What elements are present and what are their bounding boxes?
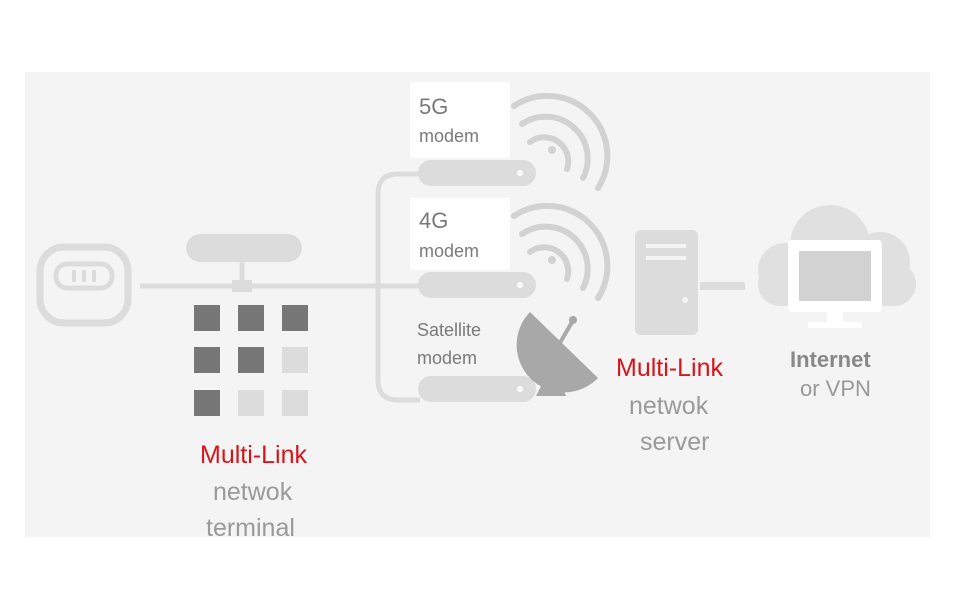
internet-label: Internet — [790, 347, 871, 372]
terminal-device-icon — [186, 234, 302, 262]
server-line3: server — [640, 428, 710, 456]
server-icon — [635, 230, 698, 335]
vpn-label: or VPN — [800, 376, 871, 401]
modem-5g-icon — [418, 160, 536, 186]
keypad-icon — [194, 305, 308, 416]
modem-satellite-type: modem — [417, 348, 478, 368]
server-line2: netwok — [629, 392, 709, 420]
modem-4g-type: modem — [419, 241, 480, 261]
terminal-line2: netwok — [213, 478, 293, 506]
modem-5g-name: 5G — [419, 94, 449, 119]
modem-4g-name: 4G — [419, 208, 449, 233]
modem-satellite-name: Satellite — [417, 320, 482, 340]
server-title: Multi-Link — [616, 354, 723, 382]
modem-satellite-icon — [418, 376, 536, 402]
terminal-line3: terminal — [206, 514, 295, 542]
connection-lines — [140, 171, 745, 403]
satellite-dish-icon — [516, 312, 598, 396]
label-backdrop-5g — [410, 82, 510, 158]
modem-4g-icon — [418, 272, 536, 298]
modem-5g-type: modem — [419, 126, 480, 146]
cloud-monitor-icon — [758, 205, 916, 328]
label-backdrop-4g — [410, 198, 510, 270]
terminal-title: Multi-Link — [200, 441, 307, 469]
router-icon — [36, 243, 132, 327]
wifi-signal-icon-4g — [511, 202, 611, 301]
wifi-signal-icon-5g — [511, 92, 611, 191]
